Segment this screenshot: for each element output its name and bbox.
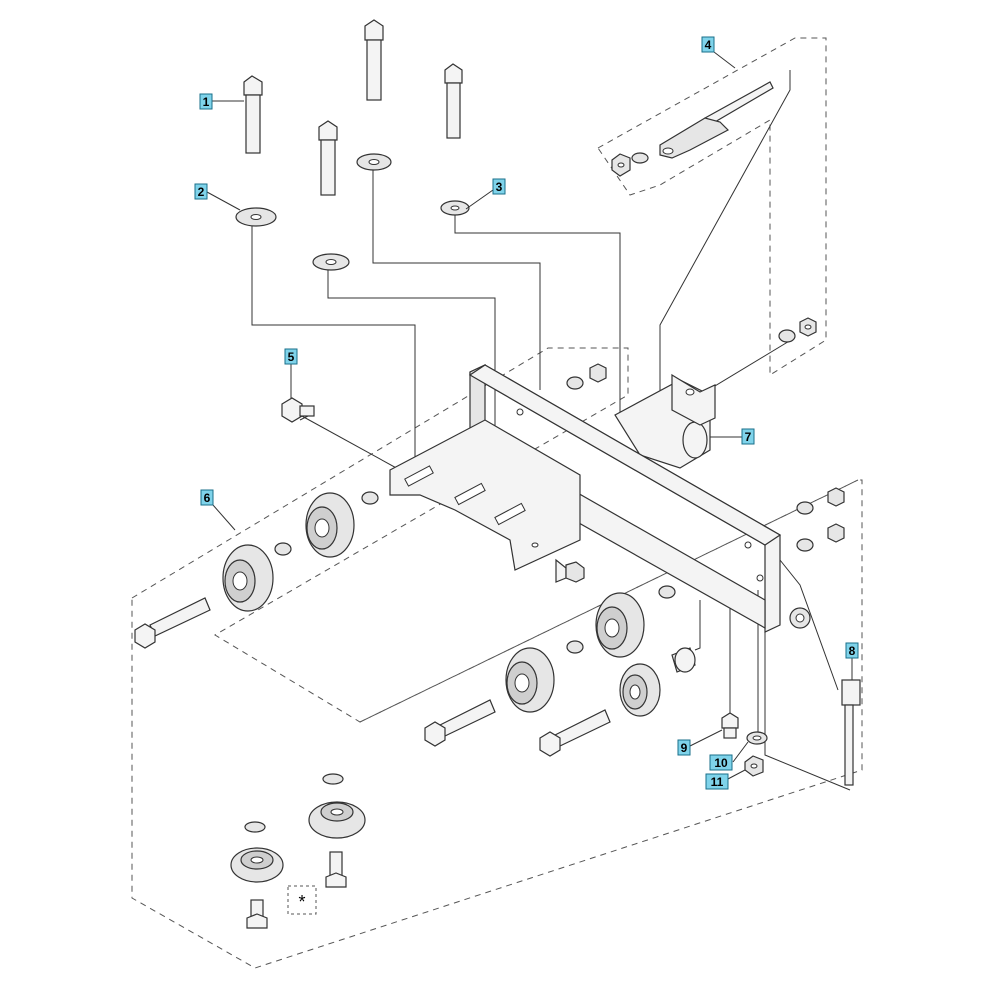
mounting-tab <box>671 373 716 426</box>
group-4-outline <box>597 37 827 376</box>
pulley-upper-left <box>305 491 379 558</box>
callout-4: 4 <box>701 36 715 53</box>
svg-text:7: 7 <box>745 430 752 444</box>
group-6-outline <box>131 347 863 969</box>
right-washers-nuts <box>789 487 845 629</box>
bolt-under-bracket <box>555 558 585 583</box>
svg-text:10: 10 <box>714 756 728 770</box>
svg-text:5: 5 <box>288 350 295 364</box>
washer-tall-center <box>356 153 392 171</box>
callout-7: 7 <box>741 428 755 445</box>
rod-8 <box>841 679 861 786</box>
callout-1: 1 <box>199 93 213 110</box>
washer-3 <box>440 200 470 216</box>
bolt-left-center <box>318 120 338 196</box>
bolt-3 <box>444 63 463 139</box>
nuts-right-group4 <box>778 317 817 343</box>
bolt-1 <box>243 75 263 154</box>
svg-text:1: 1 <box>203 95 210 109</box>
svg-text:6: 6 <box>204 491 211 505</box>
svg-text:8: 8 <box>849 644 856 658</box>
callout-leaders <box>206 51 853 781</box>
callout-8: 8 <box>845 642 859 659</box>
svg-text:11: 11 <box>711 775 724 789</box>
callout-10: 10 <box>709 754 733 771</box>
pulley-right-middle <box>505 640 584 713</box>
long-bolt-left <box>134 597 211 649</box>
callout-9: 9 <box>677 739 691 756</box>
pulley-right-upper <box>595 585 676 658</box>
callout-5: 5 <box>284 348 298 365</box>
svg-text:2: 2 <box>198 185 205 199</box>
linkage-rod-4 <box>611 81 774 177</box>
svg-text:3: 3 <box>496 180 503 194</box>
long-bolt-lower <box>539 709 611 757</box>
bracket-top-nuts <box>566 363 607 390</box>
washer-2 <box>235 207 277 227</box>
long-bolt-middle <box>424 699 496 747</box>
note-marker: * <box>287 885 317 915</box>
svg-text:*: * <box>298 892 305 912</box>
washer-10 <box>746 731 768 745</box>
svg-text:9: 9 <box>681 741 688 755</box>
bolt-tall-center <box>364 19 384 101</box>
pulley-lower-left <box>222 542 292 612</box>
slotted-plate <box>389 419 581 571</box>
svg-text:4: 4 <box>705 38 712 52</box>
washer-left-center <box>312 253 350 271</box>
bolt-9 <box>721 712 739 739</box>
callout-3: 3 <box>492 178 506 195</box>
callout-6: 6 <box>200 489 214 506</box>
alt-pulley-left <box>230 821 284 929</box>
roller-right-lower <box>619 647 696 717</box>
alt-pulley-right <box>308 773 366 888</box>
callout-11: 11 <box>705 773 729 790</box>
bolt-5 <box>281 397 315 423</box>
callout-2: 2 <box>194 183 208 200</box>
nut-11 <box>744 755 764 777</box>
